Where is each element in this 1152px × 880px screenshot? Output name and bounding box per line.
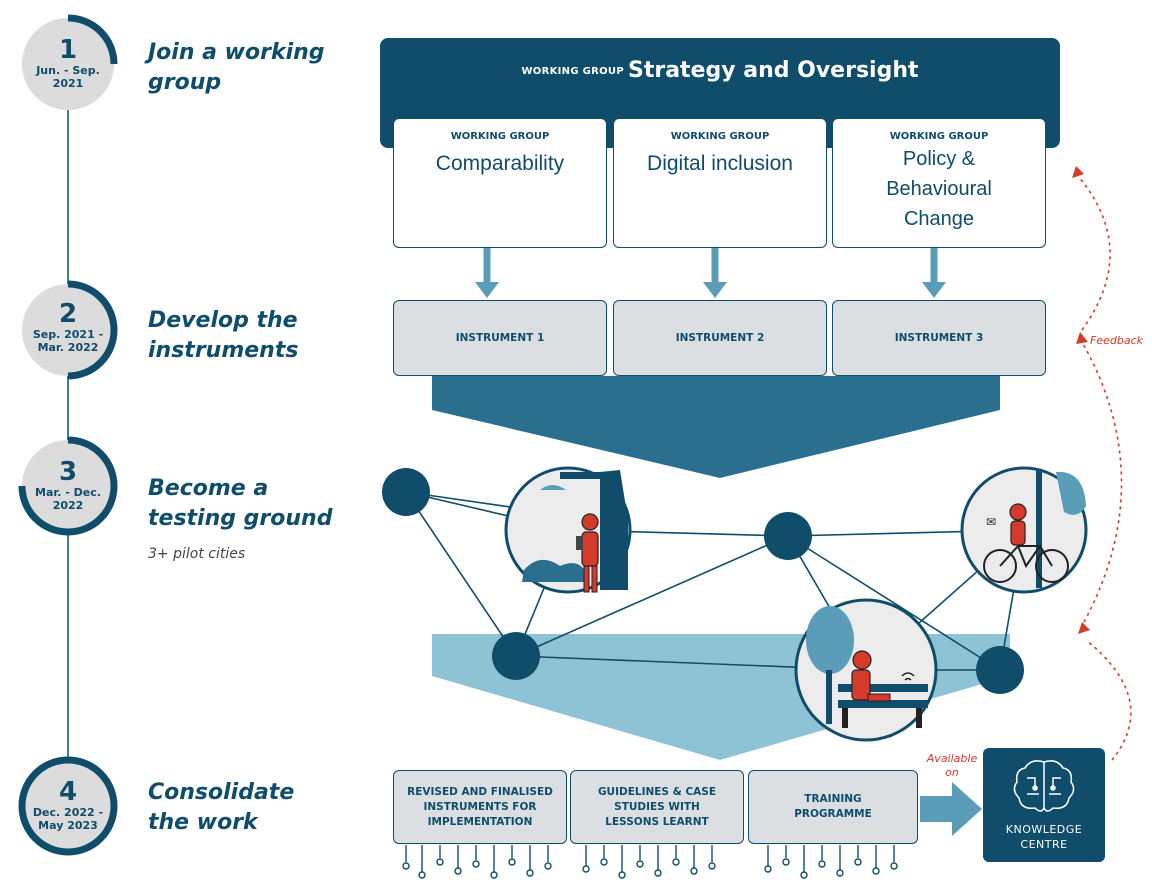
working-group-label: WORKING GROUP <box>670 131 770 142</box>
wg-arrow-2 <box>703 248 727 298</box>
working-group-digital-inclusion: WORKING GROUP Digital inclusion <box>613 118 827 248</box>
working-group-label: WORKING GROUP <box>889 131 989 142</box>
pilot-city-illustration-1 <box>504 466 632 594</box>
stage-4-badge: 4 Dec. 2022 - May 2023 <box>18 778 118 832</box>
stage-3-marker <box>18 436 118 536</box>
feedback-arrowheads <box>1072 166 1090 634</box>
pilot-city-illustration-2: ✉ <box>960 466 1088 594</box>
working-group-label: WORKING GROUP <box>450 131 550 142</box>
working-group-name: Policy & Behavioural Change <box>886 148 992 230</box>
feedback-label: Feedback <box>1090 334 1143 347</box>
working-group-comparability: WORKING GROUP Comparability <box>393 118 607 248</box>
output-box: GUIDELINES & CASE STUDIES WITH LESSONS L… <box>570 770 744 844</box>
working-group-policy: WORKING GROUP Policy & Behavioural Chang… <box>832 118 1046 248</box>
wg-arrow-1 <box>475 248 499 298</box>
brain-icon <box>1013 760 1075 812</box>
wg-arrow-3 <box>922 248 946 298</box>
knowledge-arrow <box>920 782 982 836</box>
instrument-box: INSTRUMENT 3 <box>832 300 1046 376</box>
pilot-city-illustration-3 <box>794 598 938 742</box>
feedback-arcs <box>1077 175 1132 761</box>
stage-2-title: Develop the instruments <box>148 308 299 363</box>
strategy-prefix: WORKING GROUP <box>521 65 624 77</box>
stage-number: 1 <box>58 35 78 65</box>
stage-number: 3 <box>58 457 78 487</box>
knowledge-centre <box>983 748 1105 862</box>
knowledge-centre-label: KNOWLEDGE CENTRE <box>1005 823 1083 851</box>
stage-dates: Dec. 2022 - May 2023 <box>32 806 104 832</box>
network-node <box>492 632 540 680</box>
stage-4-marker <box>18 756 118 856</box>
network-node <box>382 468 430 516</box>
stage-3-subtitle: 3+ pilot cities <box>148 546 246 562</box>
stage-number: 2 <box>58 299 78 329</box>
stage-2-marker <box>22 280 118 380</box>
stage-4-title: Consolidate the work <box>148 780 295 835</box>
stage-dates: Mar. - Dec. 2022 <box>35 486 101 512</box>
strategy-name: Strategy and Oversight <box>627 58 919 83</box>
output-box: TRAINING PROGRAMME <box>748 770 918 844</box>
available-on-label: Available on <box>926 752 978 779</box>
working-group-name: Comparability <box>435 152 565 175</box>
network-node <box>976 646 1024 694</box>
stage-1-title: Join a working group <box>148 40 325 95</box>
network-node <box>764 512 812 560</box>
stage-2-badge: 2 Sep. 2021 - Mar. 2022 <box>18 300 118 354</box>
stage-number: 4 <box>58 777 78 807</box>
stage-3-badge: 3 Mar. - Dec. 2022 <box>18 458 118 512</box>
stage-dates: Sep. 2021 - Mar. 2022 <box>32 328 104 354</box>
instrument-box: INSTRUMENT 1 <box>393 300 607 376</box>
svg-text:✉: ✉ <box>986 515 996 529</box>
circuit-decoration <box>402 845 898 879</box>
stage-1-marker <box>22 14 118 110</box>
output-box: REVISED AND FINALISED INSTRUMENTS FOR IM… <box>393 770 567 844</box>
working-group-name: Digital inclusion <box>647 152 793 175</box>
instrument-box: INSTRUMENT 2 <box>613 300 827 376</box>
stage-dates: Jun. - Sep. 2021 <box>36 64 100 90</box>
stage-3-title: Become a testing ground <box>148 476 333 531</box>
instruments-funnel <box>432 376 1000 478</box>
stage-1-badge: 1 Jun. - Sep. 2021 <box>18 36 118 90</box>
